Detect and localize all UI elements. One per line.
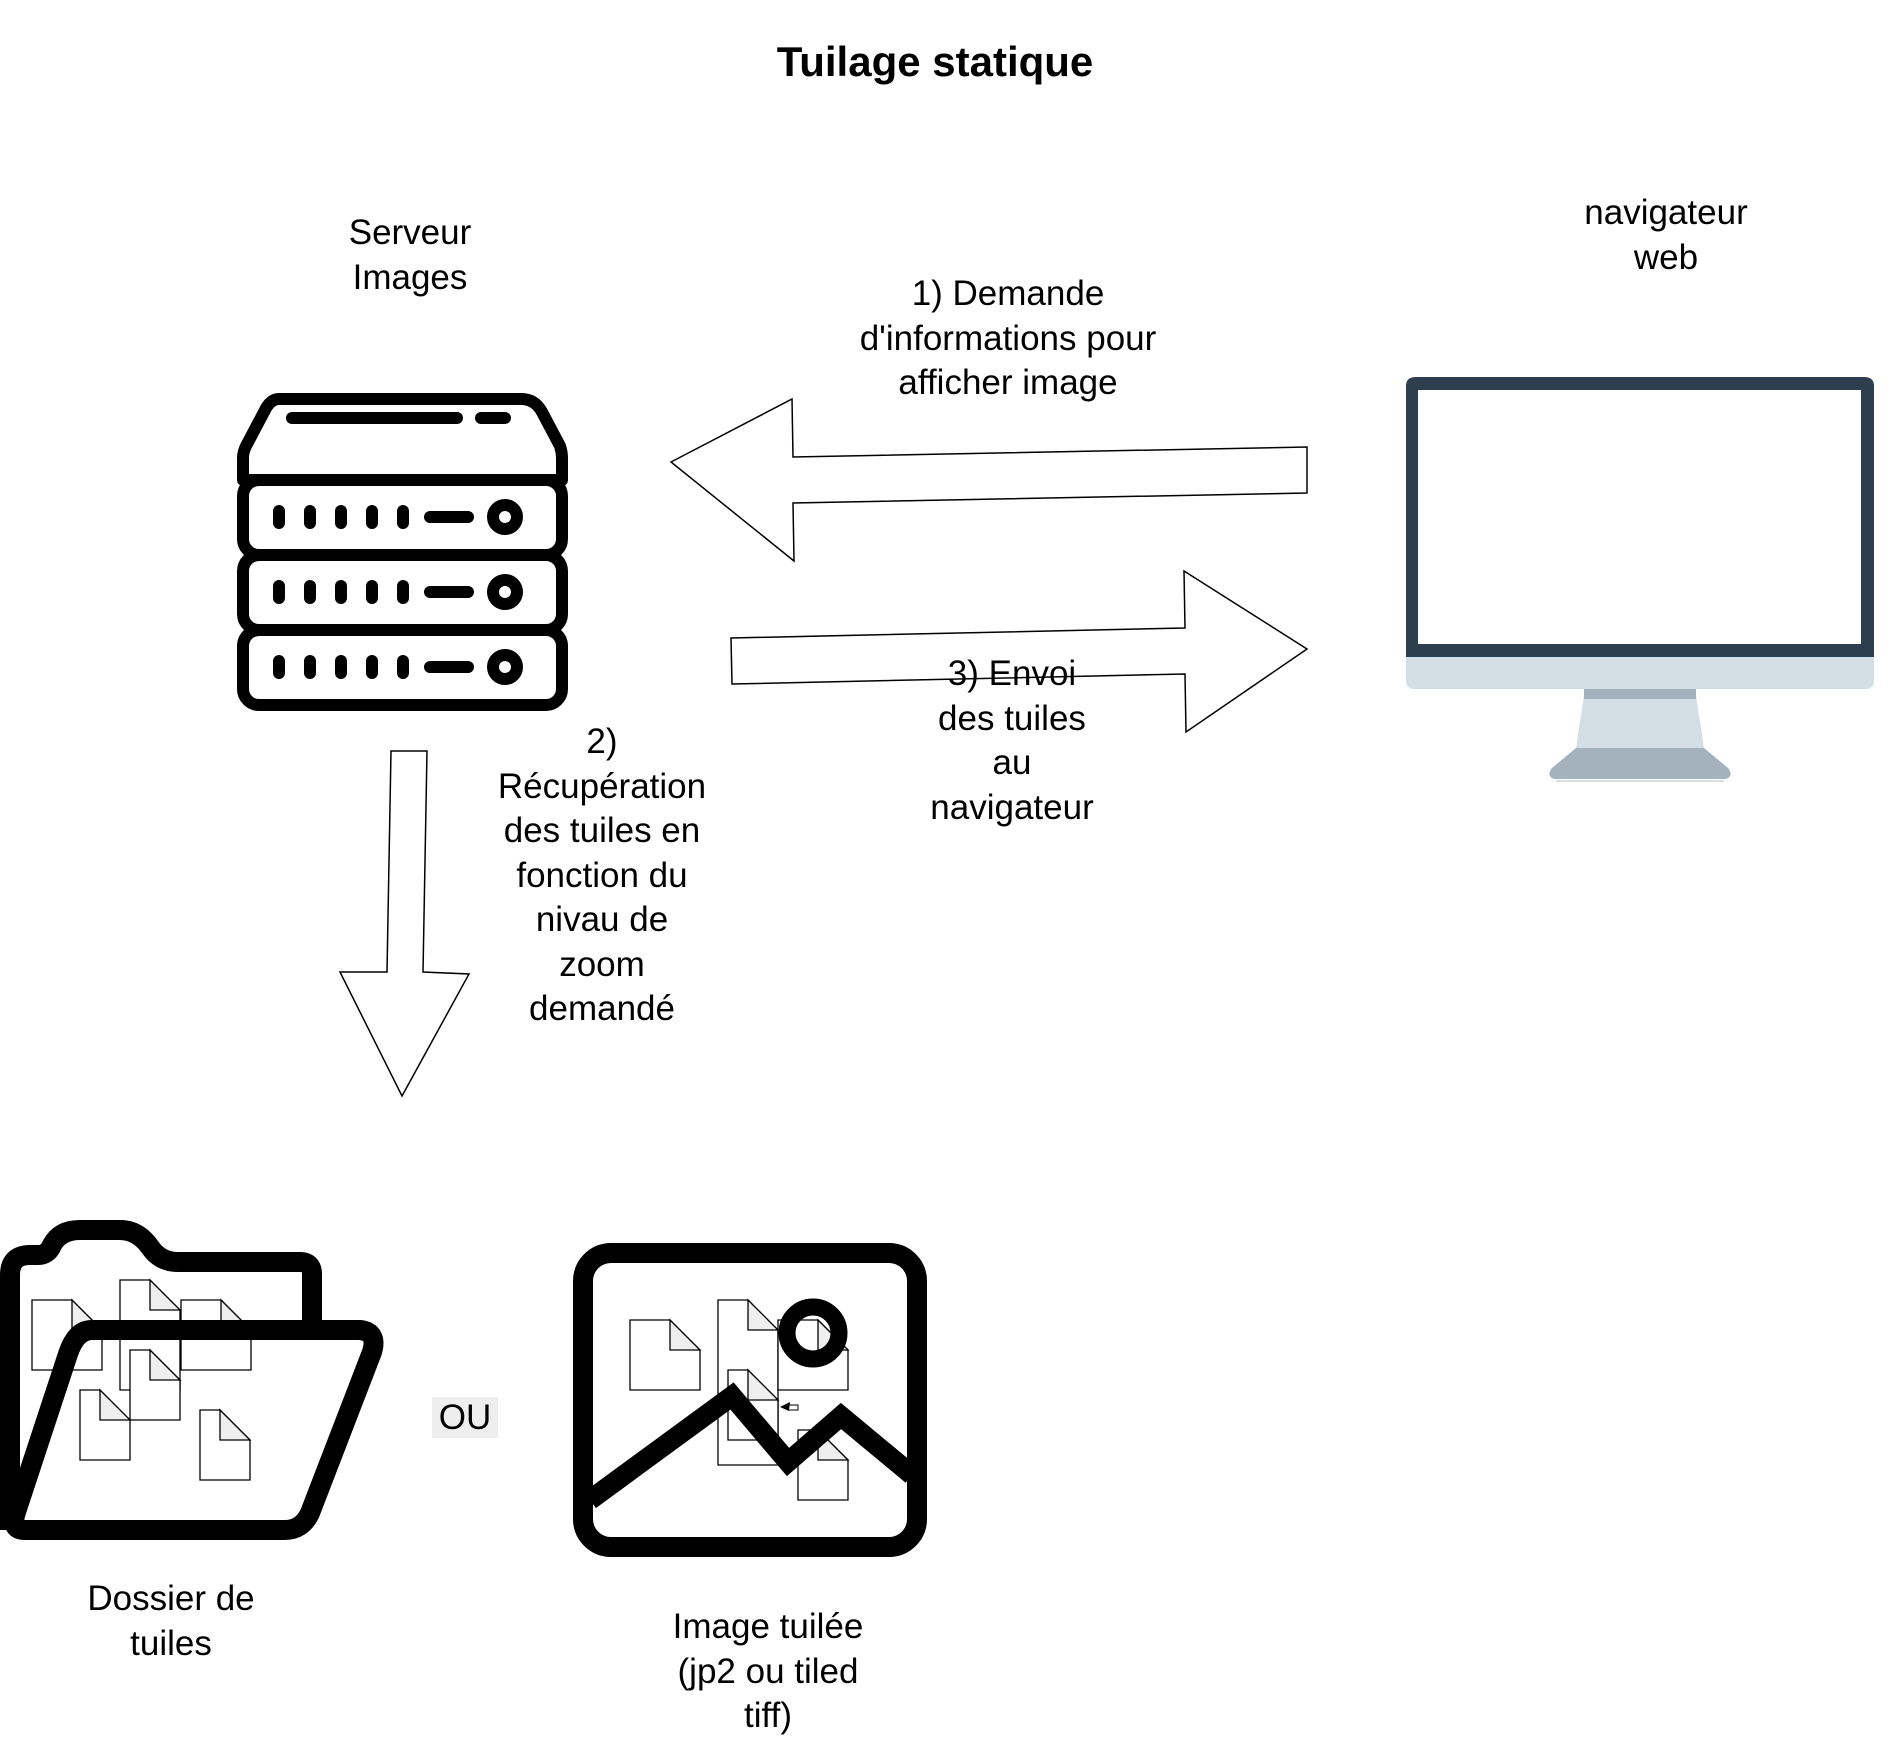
arrow-step2 <box>338 750 471 1098</box>
monitor-icon <box>1406 377 1874 782</box>
server-unit-3 <box>237 624 568 711</box>
document-icon <box>629 1318 702 1391</box>
image-frame <box>573 1243 927 1557</box>
server-power-button <box>487 499 523 535</box>
mountain-line <box>584 1382 919 1509</box>
monitor-screen <box>1418 390 1861 644</box>
browser-label: navigateur web <box>1584 193 1748 277</box>
document-icon <box>129 1348 182 1421</box>
tiled-image-label: Image tuilée (jp2 ou tiled tiff) <box>672 1607 864 1735</box>
monitor-neck <box>1576 689 1704 748</box>
document-icon <box>199 1408 252 1481</box>
step2-label: 2) Récupération des tuiles en fonction d… <box>497 722 707 1028</box>
folder-icon <box>0 1220 384 1540</box>
server-power-button <box>487 574 523 610</box>
sun-icon <box>778 1298 848 1368</box>
folder-back <box>0 1220 322 1530</box>
server-power-button <box>487 649 523 685</box>
folder-front <box>4 1320 384 1540</box>
monitor-neck-shadow <box>1584 689 1696 699</box>
server-icon <box>237 393 568 711</box>
tile-folder-label: Dossier de tuiles <box>87 1579 255 1663</box>
arrow-step3 <box>730 569 1309 734</box>
monitor-base <box>1549 748 1731 779</box>
document-icon <box>79 1388 132 1461</box>
step3-label: 3) Envoi des tuiles au navigateur <box>930 654 1094 827</box>
server-top <box>237 393 568 486</box>
arrow-step1 <box>669 397 1308 563</box>
image-icon <box>573 1243 927 1557</box>
server-label: Serveur Images <box>348 213 472 297</box>
step1-label: 1) Demande d'informations pour afficher … <box>859 274 1157 402</box>
or-separator: OU <box>432 1397 498 1438</box>
diagram-title: Tuilage statique <box>776 38 1094 85</box>
small-arrow-icon <box>780 1402 799 1411</box>
monitor-chin <box>1406 657 1874 689</box>
